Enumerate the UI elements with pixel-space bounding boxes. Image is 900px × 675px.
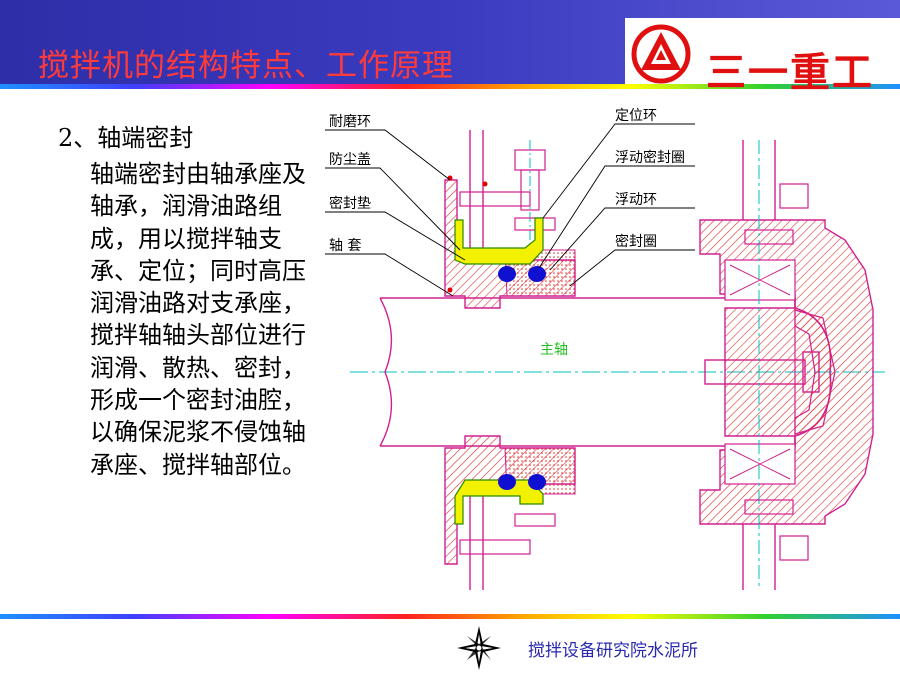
bottom-divider <box>0 614 900 619</box>
page-title: 搅拌机的结构特点、工作原理 <box>38 48 454 84</box>
label-seal-ring: 密封圈 <box>615 233 657 250</box>
label-shaft-sleeve: 轴 套 <box>329 238 361 254</box>
label-dust-cover: 防尘盖 <box>329 152 371 168</box>
label-gasket: 密封垫 <box>329 195 371 212</box>
label-floating-ring: 浮动环 <box>615 192 657 208</box>
compass-star-icon <box>457 626 501 670</box>
shaft-seal-drawing: 耐磨环 防尘盖 密封垫 轴 套 定位环 浮动密封圈 浮动环 密封圈 主轴 <box>325 108 885 590</box>
logo-area <box>625 18 900 84</box>
section-paragraph: 轴端密封由轴承座及轴承，润滑油路组成，用以搅拌轴支承、定位；同时高压润滑油路对支… <box>90 160 306 479</box>
label-locating-ring: 定位环 <box>615 108 657 124</box>
footer-text: 搅拌设备研究院水泥所 <box>528 641 698 661</box>
label-wear-ring: 耐磨环 <box>329 114 371 130</box>
label-floating-seal: 浮动密封圈 <box>615 149 685 166</box>
oil-channel-top <box>454 217 544 265</box>
floating-seal-ring <box>498 266 516 282</box>
section-title: 2、轴端密封 <box>58 124 194 152</box>
label-main-shaft: 主轴 <box>540 342 568 358</box>
brand-name: 三一重工 <box>706 50 874 96</box>
sany-logo-icon <box>631 24 691 84</box>
top-divider <box>0 84 900 89</box>
